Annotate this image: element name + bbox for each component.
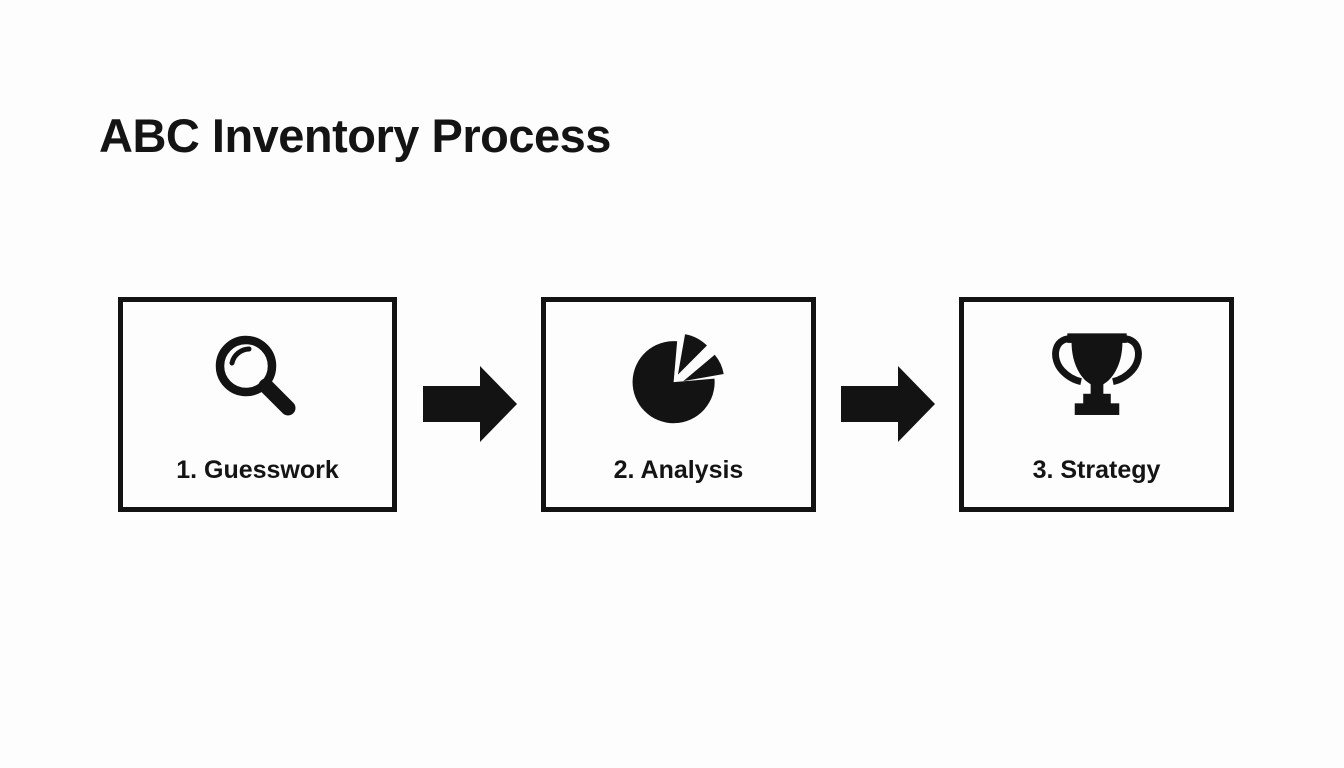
step-label: 1. Guesswork: [176, 456, 339, 484]
page-title: ABC Inventory Process: [99, 109, 611, 162]
step-box-analysis: 2. Analysis: [541, 297, 816, 512]
trophy-icon: [1044, 327, 1150, 433]
step-label: 3. Strategy: [1032, 456, 1161, 484]
right-arrow-icon: [423, 365, 519, 443]
step-box-guesswork: 1. Guesswork: [118, 297, 397, 512]
step-box-strategy: 3. Strategy: [959, 297, 1234, 512]
pie-chart-icon: [625, 326, 733, 434]
step-label: 2. Analysis: [613, 456, 744, 484]
right-arrow-icon: [841, 365, 937, 443]
magnifier-icon: [208, 330, 308, 430]
